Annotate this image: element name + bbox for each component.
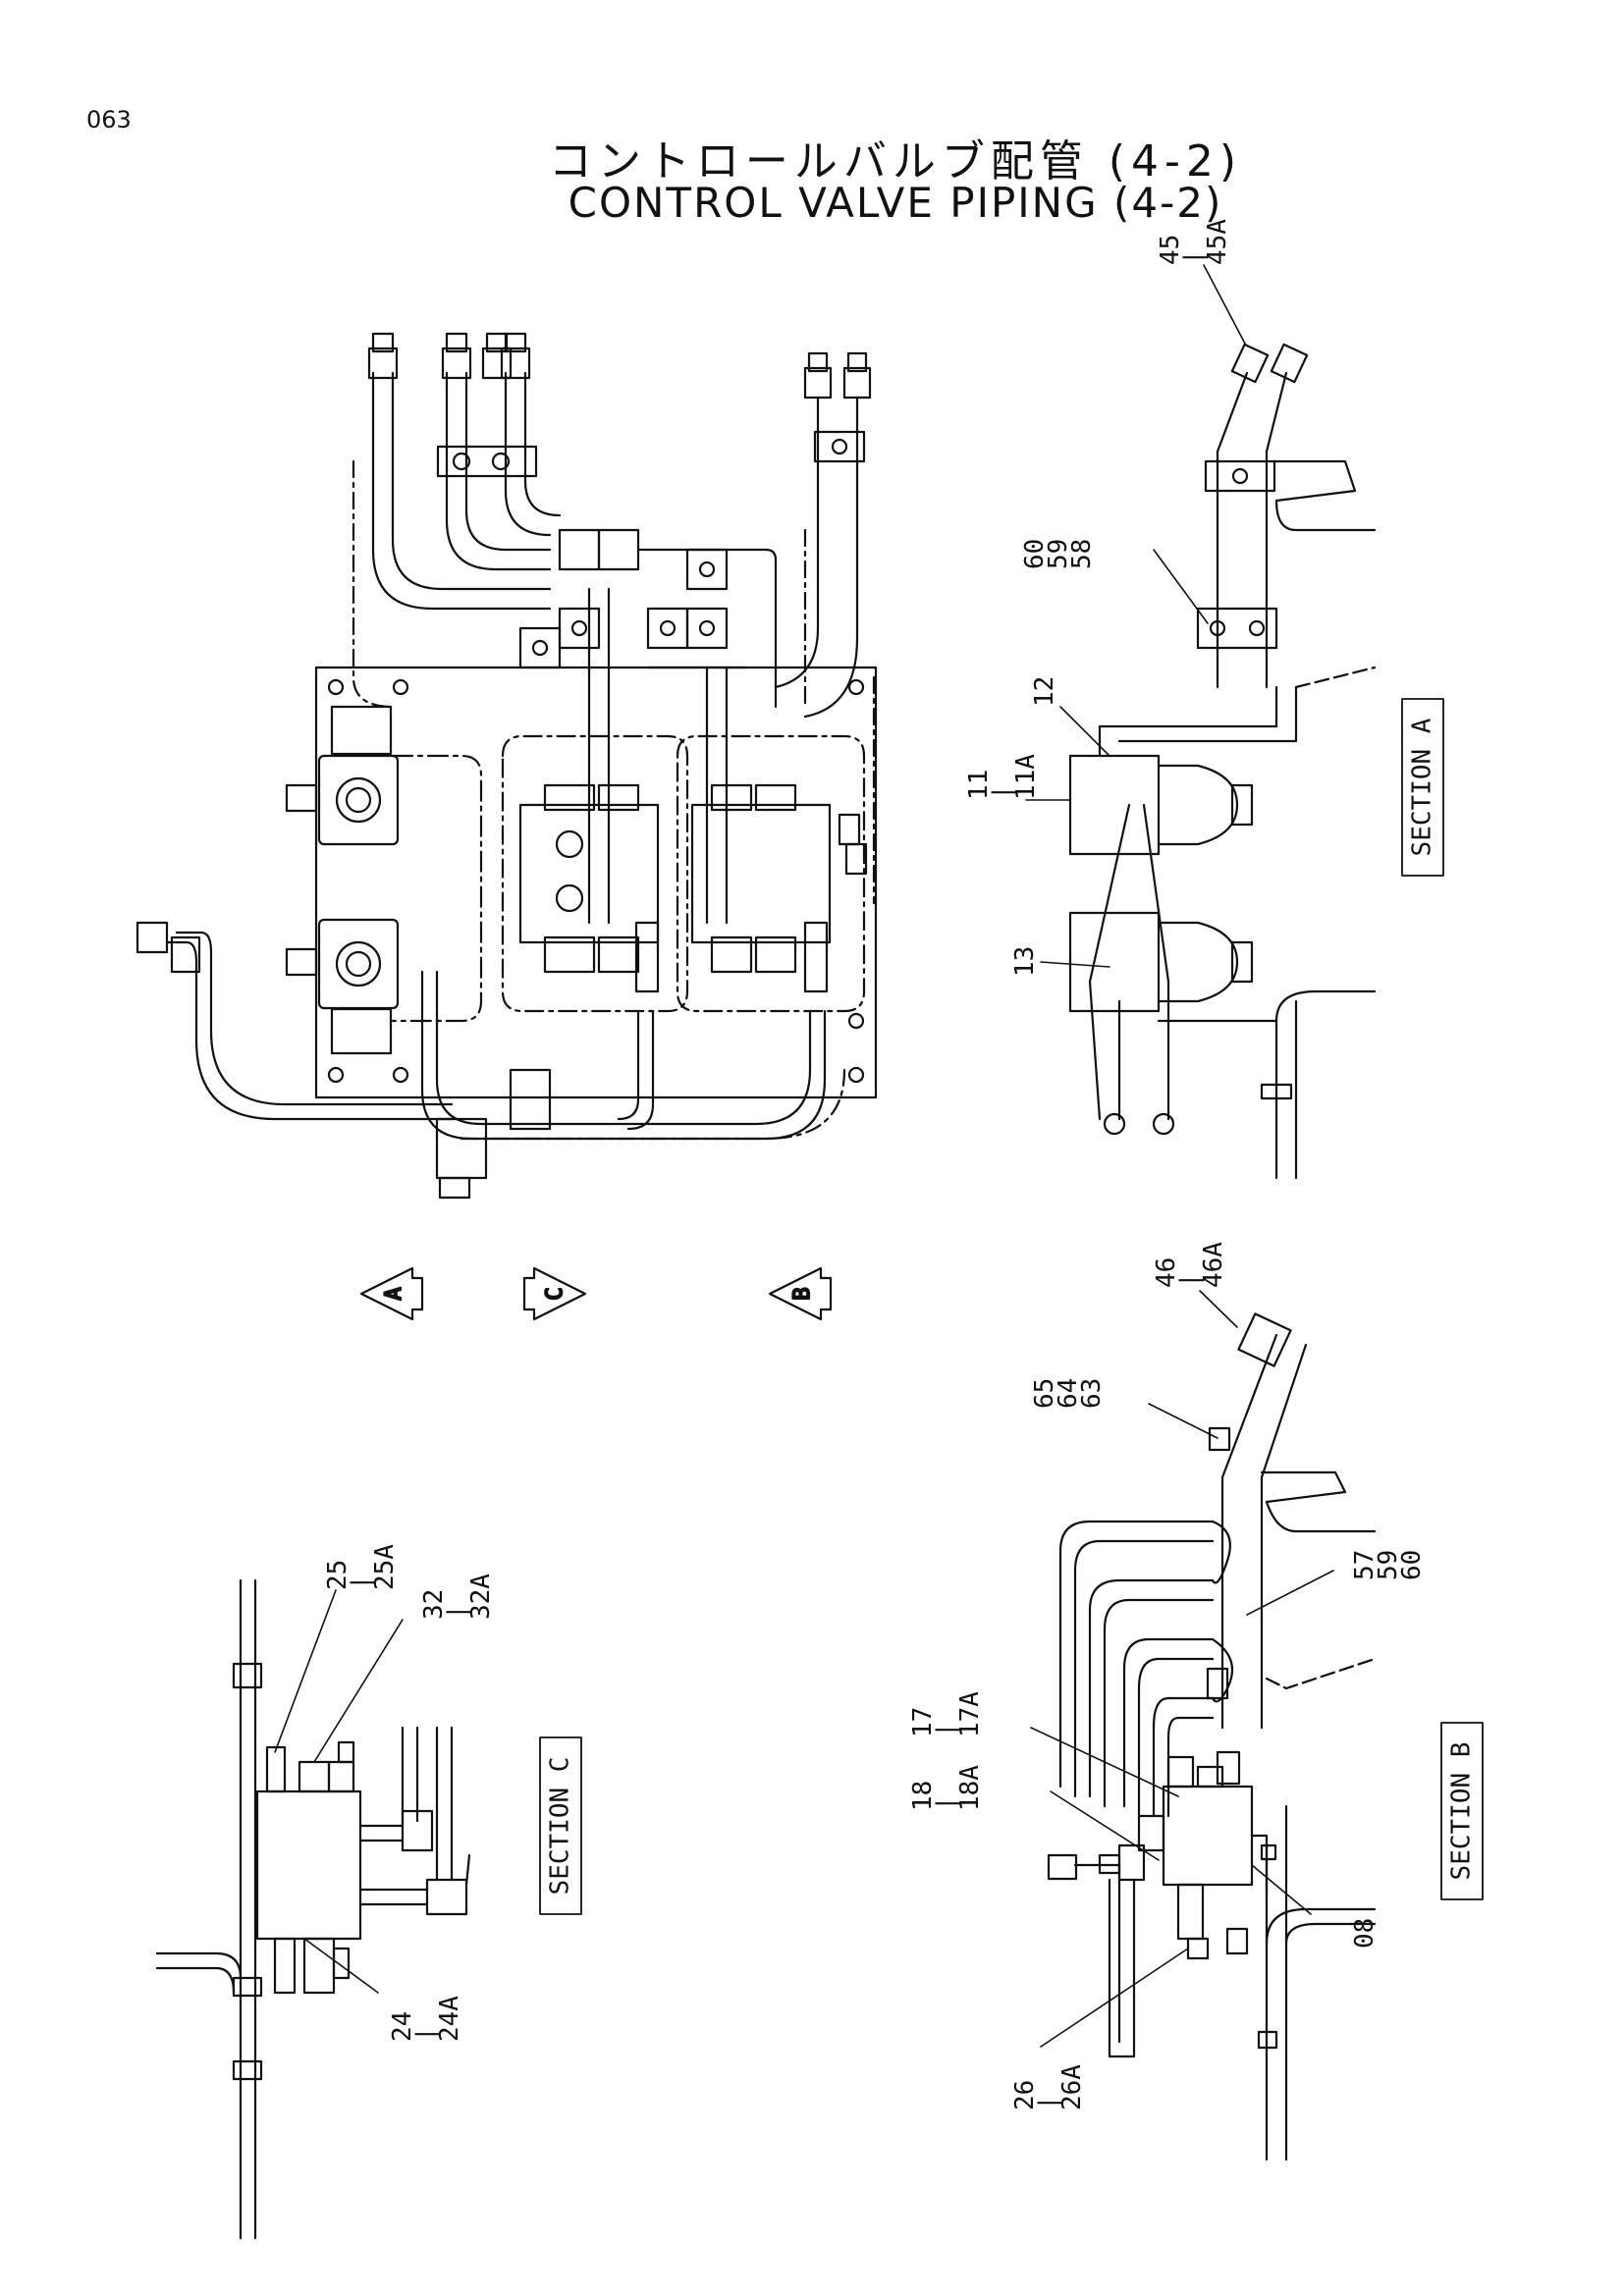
- lower-hoses: [135, 921, 846, 1200]
- title-japanese: コントロールバルブ配管 (4-2): [548, 136, 1243, 187]
- callout-58: 58: [1067, 539, 1097, 569]
- callout-60: 60: [1020, 539, 1050, 569]
- base-plate: [314, 666, 878, 1099]
- view-marker-c: [522, 1266, 587, 1321]
- callout-26-dash: |: [1034, 2095, 1063, 2110]
- view-marker-b-label: B: [790, 1287, 815, 1300]
- callout-11: 11: [964, 770, 994, 800]
- callout-11-dash: |: [988, 784, 1017, 800]
- section-a-view: [1068, 343, 1377, 1180]
- callout-26a: 26A: [1057, 2064, 1087, 2110]
- callout-26: 26: [1010, 2080, 1040, 2110]
- callout-17a: 17A: [955, 1691, 985, 1737]
- callout-45: 45: [1156, 235, 1185, 265]
- callout-25a: 25A: [370, 1544, 400, 1590]
- callout-24: 24: [388, 2011, 417, 2042]
- callouts: 45 | 45A 60 59 58 12 11 | 11A 13 46 | 46…: [323, 219, 1427, 2110]
- callout-45-dash: |: [1179, 249, 1209, 265]
- title-english: CONTROL VALVE PIPING (4-2): [568, 179, 1223, 227]
- section-c-view: [155, 1578, 471, 2240]
- callout-65: 65: [1030, 1378, 1059, 1409]
- callout-32-dash: |: [443, 1604, 472, 1620]
- callout-08: 08: [1350, 1918, 1380, 1949]
- callout-57: 57: [1350, 1550, 1380, 1580]
- valve-bank-1: [501, 734, 689, 1013]
- callout-25-dash: |: [347, 1575, 376, 1590]
- callout-63: 63: [1077, 1378, 1107, 1409]
- callout-60b: 60: [1397, 1550, 1427, 1580]
- section-b-label: SECTION B: [1447, 1742, 1477, 1881]
- view-marker-a: [359, 1266, 424, 1321]
- callout-17: 17: [908, 1707, 938, 1737]
- callout-13: 13: [1010, 946, 1040, 977]
- upper-hoses-right: [774, 351, 876, 905]
- callout-11a: 11A: [1011, 754, 1041, 800]
- callout-59: 59: [1044, 539, 1073, 569]
- upper-hoses-left: [352, 332, 562, 709]
- motor-lower: [285, 918, 400, 1055]
- section-c-label: SECTION C: [546, 1757, 575, 1896]
- main-view: [135, 332, 878, 1200]
- callout-46: 46: [1152, 1257, 1181, 1288]
- manifold-blocks: [518, 528, 778, 925]
- callout-24a: 24A: [435, 1996, 464, 2042]
- callout-18-dash: |: [932, 1795, 961, 1811]
- section-b-view: [1047, 1312, 1377, 2162]
- callout-18a: 18A: [955, 1765, 985, 1811]
- callout-32a: 32A: [466, 1574, 496, 1620]
- section-a-label: SECTION A: [1408, 718, 1437, 856]
- callout-12: 12: [1030, 676, 1059, 707]
- page-number: 063: [86, 106, 132, 133]
- callout-64: 64: [1054, 1378, 1083, 1409]
- valve-bank-2: [676, 734, 868, 1013]
- callout-24-dash: |: [411, 2026, 441, 2042]
- view-marker-b: [768, 1266, 833, 1321]
- callout-59b: 59: [1374, 1550, 1403, 1580]
- callout-46a: 46A: [1199, 1242, 1228, 1288]
- callout-46-dash: |: [1175, 1272, 1205, 1288]
- callout-18: 18: [908, 1781, 938, 1811]
- motor-upper: [285, 705, 400, 846]
- callout-32: 32: [419, 1589, 449, 1620]
- view-marker-a-label: A: [382, 1287, 406, 1300]
- callout-45a: 45A: [1203, 219, 1232, 265]
- callout-25: 25: [323, 1560, 352, 1590]
- view-marker-c-label: C: [543, 1287, 568, 1300]
- callout-17-dash: |: [932, 1722, 961, 1737]
